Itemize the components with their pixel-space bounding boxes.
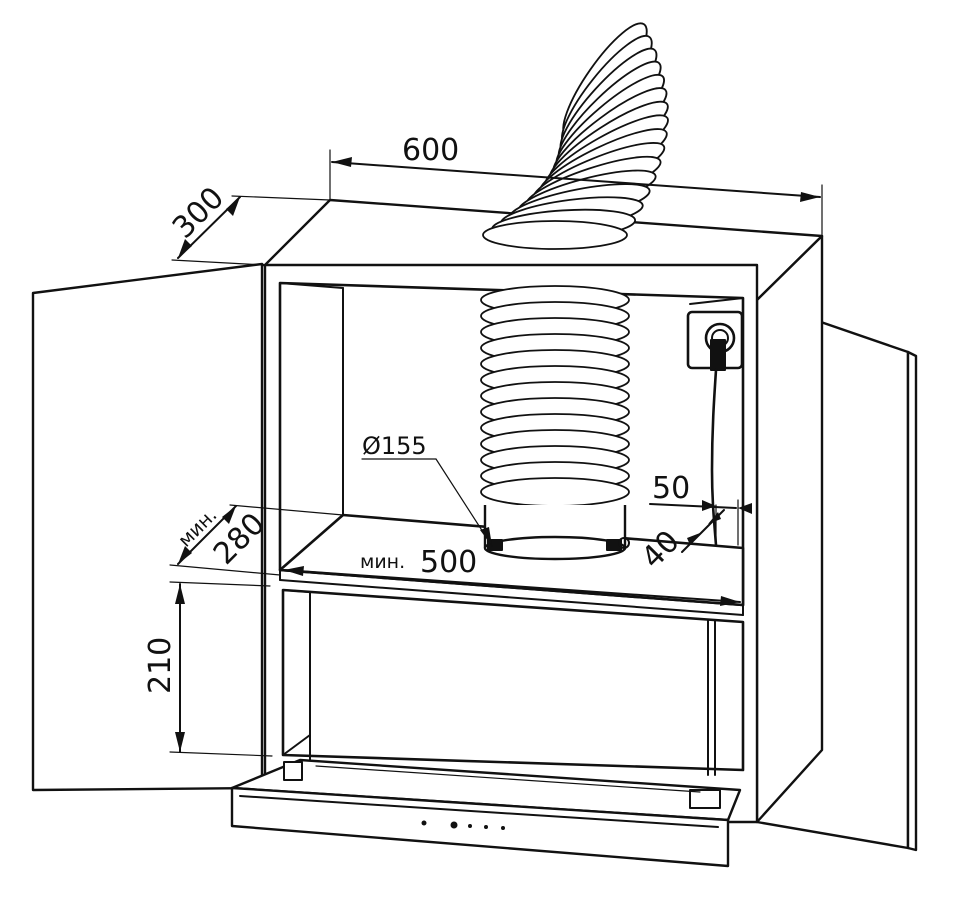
dimension-socket-side: 50 <box>649 471 752 546</box>
dimension-duct-diameter: Ø155 <box>361 432 493 547</box>
dimension-width: 600 <box>329 133 823 237</box>
cooker-hood <box>230 758 742 868</box>
flexible-duct-lower <box>480 285 630 507</box>
dimension-duct-diameter-label: Ø155 <box>362 432 427 460</box>
duct-rib <box>482 220 628 250</box>
duct-collar <box>483 505 630 561</box>
hood-button <box>484 825 488 829</box>
cabinet-body <box>263 198 824 824</box>
power-socket <box>686 310 744 371</box>
hood-button <box>468 824 472 828</box>
hood-button <box>501 826 505 830</box>
flexible-duct <box>482 22 669 250</box>
dimension-width-label: 600 <box>402 133 459 168</box>
dimension-shelf-width-label: 500 <box>420 545 477 580</box>
dimension-hood-height-label: 210 <box>143 637 178 694</box>
dimension-shelf-width: мин. 500 <box>283 545 741 606</box>
hood-button <box>421 820 427 826</box>
duct-rib <box>480 477 630 507</box>
dimension-shelf-width-prefix: мин. <box>360 551 405 573</box>
dimension-hood-height: 210 <box>143 581 273 757</box>
dimension-socket-side-label: 50 <box>652 471 690 506</box>
hood-button <box>450 821 458 829</box>
dimension-depth-label: 300 <box>166 180 231 245</box>
